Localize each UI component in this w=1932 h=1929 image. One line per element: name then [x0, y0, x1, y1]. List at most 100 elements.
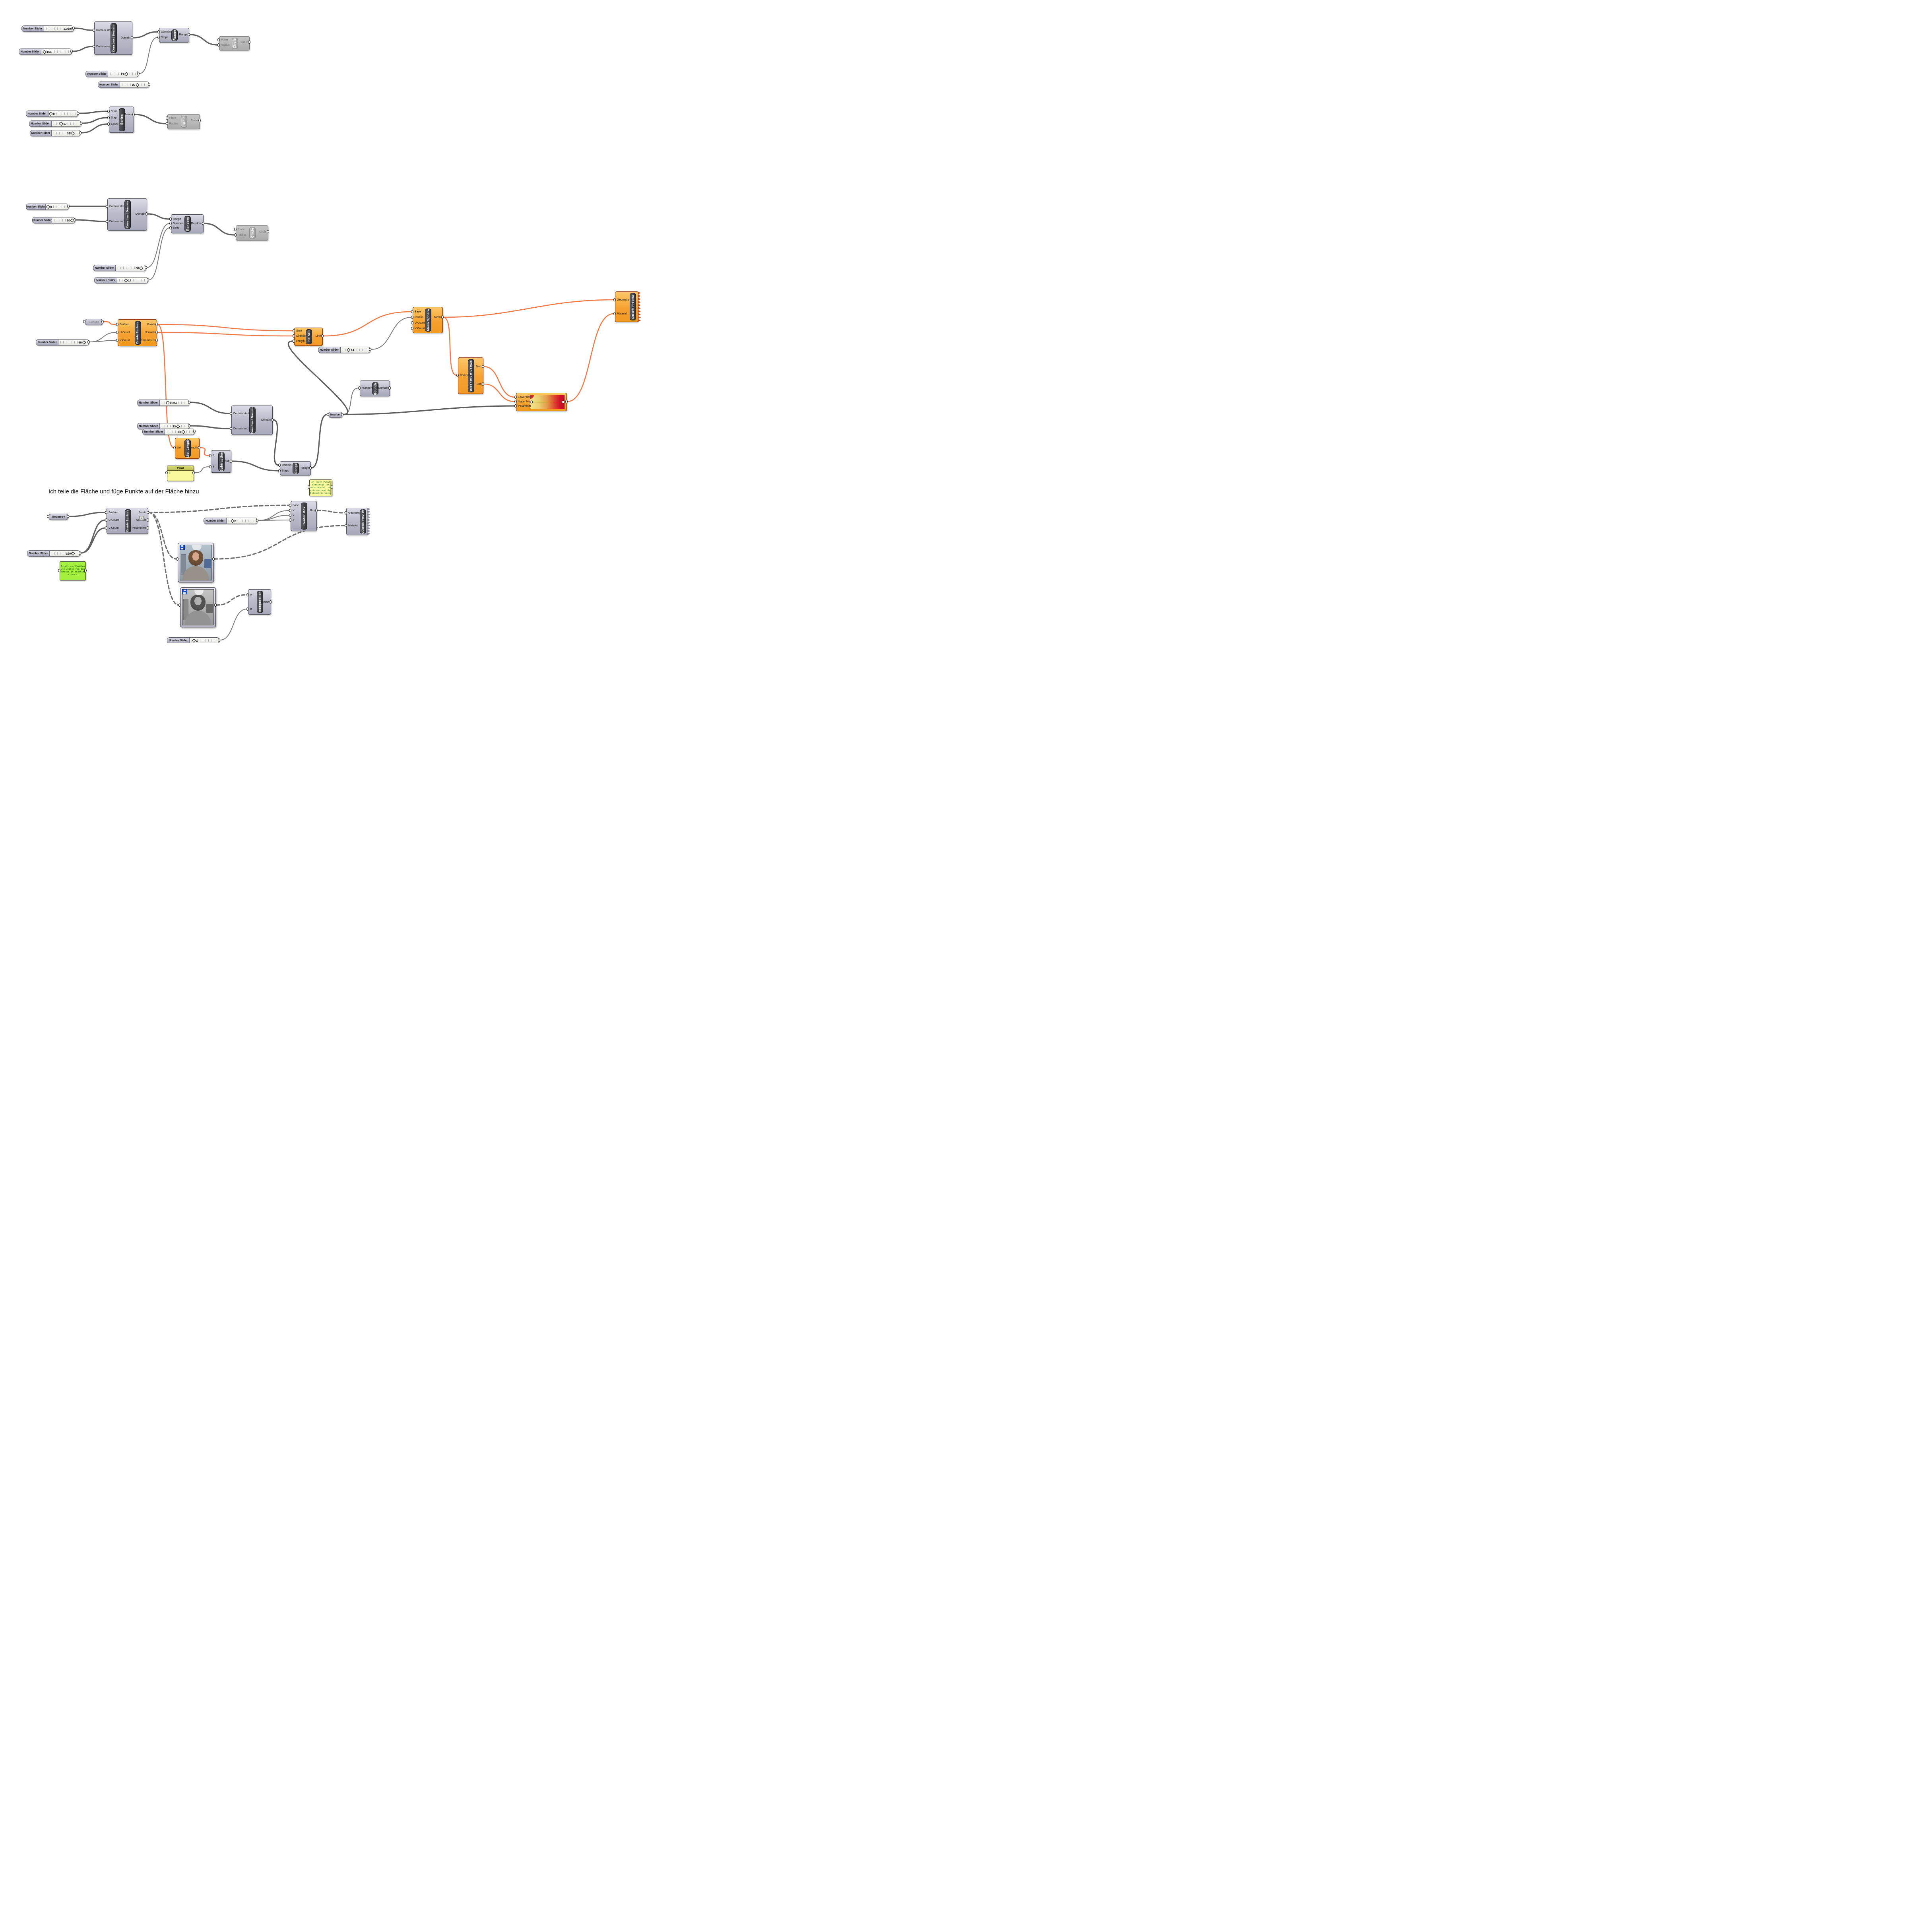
input-port[interactable] — [105, 518, 107, 522]
input-port[interactable] — [514, 400, 517, 403]
param-surface[interactable]: Surface — [85, 319, 103, 325]
output-port[interactable] — [218, 638, 220, 642]
normals-download-button[interactable]: ↓ — [139, 516, 144, 521]
input-port[interactable] — [105, 526, 107, 530]
slider-track[interactable]: 50 — [52, 217, 75, 223]
image-color[interactable] — [178, 543, 214, 582]
output-port[interactable] — [315, 509, 318, 512]
slider-handle-group[interactable]: 27 — [132, 82, 140, 87]
input-port[interactable] — [456, 374, 459, 377]
input-port[interactable] — [106, 205, 108, 208]
slider-handle[interactable] — [71, 551, 75, 555]
output-port[interactable] — [198, 119, 201, 122]
input-port[interactable] — [157, 30, 160, 33]
slider-handle[interactable] — [136, 83, 140, 87]
slider-handle[interactable] — [82, 340, 86, 344]
output-port[interactable] — [155, 323, 158, 326]
input-port[interactable] — [107, 116, 110, 119]
slider-handle[interactable] — [49, 112, 53, 116]
input-port[interactable] — [234, 228, 237, 231]
input-port[interactable] — [217, 38, 220, 41]
output-port[interactable] — [248, 41, 250, 44]
input-port[interactable] — [157, 36, 160, 39]
slider-track[interactable]: 14 — [117, 278, 148, 283]
input-port[interactable] — [358, 386, 361, 390]
input-port[interactable] — [411, 321, 413, 324]
save-icon[interactable] — [182, 589, 187, 594]
output-port[interactable] — [148, 83, 150, 86]
input-port[interactable] — [217, 43, 220, 47]
input-port[interactable] — [106, 220, 108, 223]
input-port[interactable] — [209, 454, 211, 457]
input-port[interactable] — [345, 511, 347, 514]
output-port[interactable] — [77, 112, 79, 115]
input-port[interactable] — [166, 122, 168, 125]
input-port[interactable] — [289, 504, 291, 507]
output-port[interactable] — [188, 401, 190, 404]
param-number[interactable]: Number — [328, 412, 343, 418]
output-port[interactable] — [101, 320, 104, 323]
gradient-bar[interactable] — [530, 395, 564, 409]
output-port[interactable] — [270, 600, 272, 604]
output-port[interactable] — [155, 331, 158, 334]
slider-track[interactable]: 100 — [50, 551, 80, 556]
input-port[interactable] — [169, 217, 172, 221]
slider-track[interactable]: 1 — [189, 638, 219, 643]
output-port[interactable] — [79, 551, 81, 555]
input-port[interactable] — [293, 329, 295, 332]
slider-handle-group[interactable]: 100 — [66, 551, 75, 556]
slider-handle-group[interactable]: 14 — [347, 347, 354, 353]
output-port[interactable] — [331, 485, 333, 489]
output-port[interactable] — [87, 340, 90, 343]
slider-handle[interactable] — [230, 519, 235, 523]
input-port[interactable] — [176, 557, 178, 561]
slider-handle-group[interactable]: 50 — [78, 340, 86, 345]
input-port[interactable] — [514, 396, 517, 399]
slider-track[interactable]: 5 — [227, 518, 257, 524]
output-port[interactable] — [147, 526, 149, 530]
slider-track[interactable]: 14 — [340, 347, 370, 353]
slider-track[interactable]: 27 — [108, 71, 138, 77]
output-port[interactable] — [84, 569, 87, 572]
input-port[interactable] — [289, 514, 291, 517]
output-port[interactable] — [565, 400, 568, 403]
input-port[interactable] — [173, 446, 176, 449]
slider-track[interactable]: 1.000 — [44, 26, 74, 31]
input-port[interactable] — [411, 327, 413, 330]
slider-handle-group[interactable]: 17 — [59, 121, 67, 126]
output-port[interactable] — [192, 471, 195, 474]
slider-track[interactable]: 0.250 — [159, 400, 189, 406]
slider-track[interactable]: 0 — [48, 111, 78, 116]
slider-handle[interactable] — [166, 401, 169, 404]
